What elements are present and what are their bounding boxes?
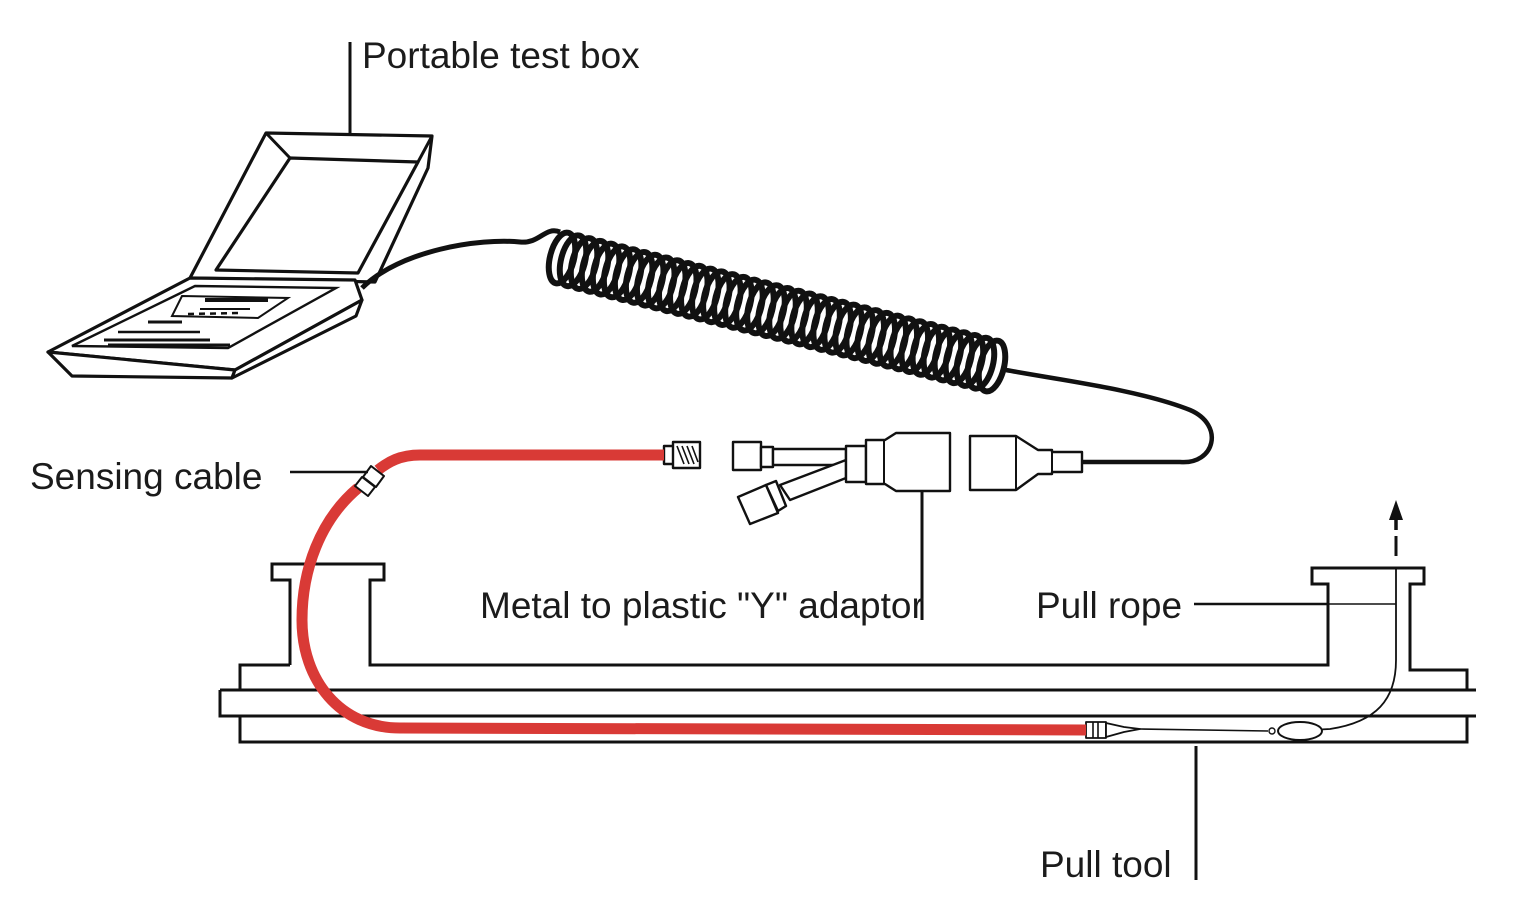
- pull-tool: [1085, 721, 1323, 741]
- coil-loop: [975, 337, 1009, 395]
- portable-test-box: [46, 131, 434, 380]
- leader-lines: [290, 42, 1396, 880]
- thread-lines: [676, 445, 699, 465]
- cable-coupler: [354, 465, 385, 497]
- coiled-cable: [360, 228, 1214, 465]
- label-portable-test-box: Portable test box: [362, 35, 640, 76]
- label-sensing-cable: Sensing cable: [30, 456, 262, 497]
- y-adaptor: [662, 431, 1084, 526]
- label-y-adaptor: Metal to plastic "Y" adaptor: [480, 585, 924, 626]
- arrow-up-icon: [1389, 500, 1403, 520]
- conduit: [218, 562, 1476, 744]
- pull-rope: [1309, 500, 1403, 731]
- sensing-cable: [296, 449, 1087, 736]
- label-pull-rope: Pull rope: [1036, 585, 1182, 626]
- coil-loop: [964, 334, 998, 392]
- label-pull-tool: Pull tool: [1040, 844, 1172, 885]
